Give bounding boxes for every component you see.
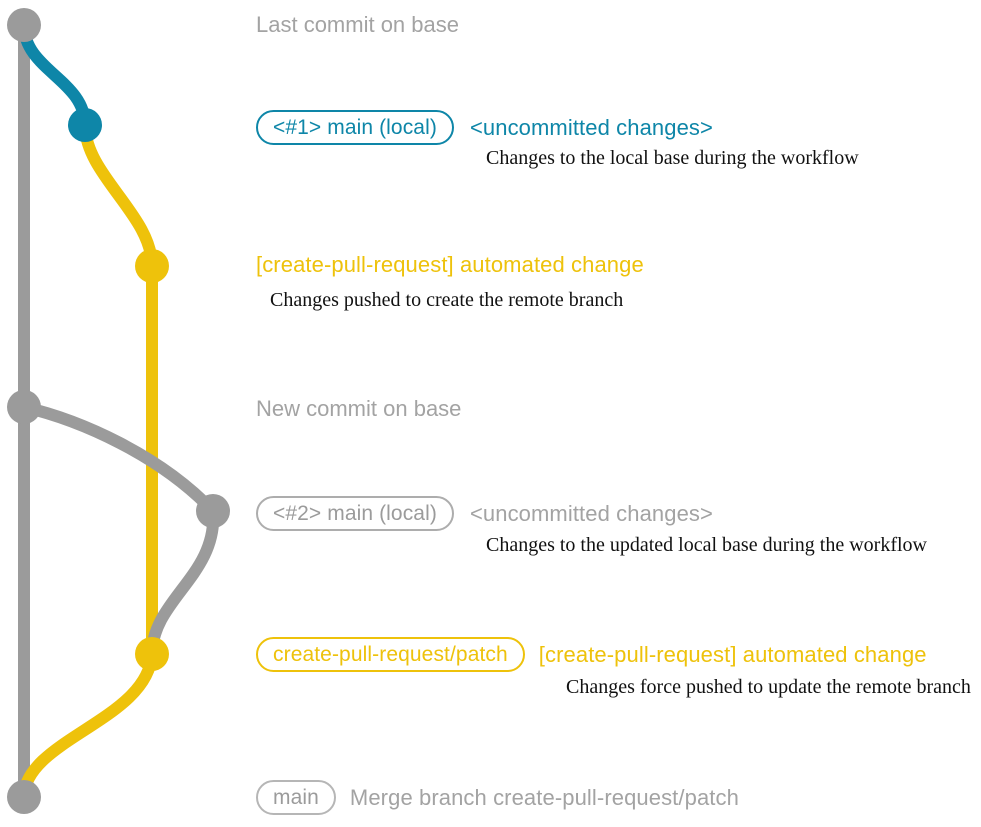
commit-subject-patch-1: [create-pull-request] automated change	[256, 252, 644, 277]
node-local-commit-1	[68, 108, 102, 142]
node-local-commit-2	[196, 494, 230, 528]
edge-patch2-to-merge	[18, 648, 158, 803]
ref-badge-create-pull-request-patch[interactable]: create-pull-request/patch	[256, 637, 525, 672]
row-local-1: <#1> main (local) <uncommitted changes>	[256, 110, 713, 145]
row-patch-1: [create-pull-request] automated change	[256, 254, 644, 276]
note-patch-1: Changes pushed to create the remote bran…	[270, 289, 624, 311]
row-merge: main Merge branch create-pull-request/pa…	[256, 780, 739, 815]
row-local-2: <#2> main (local) <uncommitted changes>	[256, 496, 713, 531]
note-patch-2: Changes force pushed to update the remot…	[566, 676, 971, 698]
heading-last-commit-on-base: Last commit on base	[256, 12, 459, 37]
note-local-2: Changes to the updated local base during…	[486, 534, 927, 556]
node-last-commit-on-base	[7, 8, 41, 42]
commit-subject-patch-2: [create-pull-request] automated change	[538, 641, 927, 667]
edge-local1-to-patch1	[79, 119, 158, 272]
commit-subject-local-2: <uncommitted changes>	[469, 500, 713, 526]
edge-local2-to-patch2	[146, 505, 220, 660]
node-new-commit-on-base	[7, 390, 41, 424]
note-local-1: Changes to the local base during the wor…	[486, 147, 859, 169]
commit-nodes	[7, 8, 230, 814]
node-patch-commit-2	[135, 637, 169, 671]
commit-subject-local-1: <uncommitted changes>	[469, 114, 713, 140]
node-merge-commit-on-main	[7, 780, 41, 814]
commit-subject-merge: Merge branch create-pull-request/patch	[349, 784, 739, 810]
heading-new-commit-on-base: New commit on base	[256, 396, 462, 421]
edge-basenew-to-local2	[18, 401, 219, 517]
ref-badge-main-local-1[interactable]: <#1> main (local)	[256, 110, 454, 145]
row-patch-2: create-pull-request/patch [create-pull-r…	[256, 637, 927, 672]
ref-badge-main[interactable]: main	[256, 780, 336, 815]
node-patch-commit-1	[135, 249, 169, 283]
ref-badge-main-local-2[interactable]: <#2> main (local)	[256, 496, 454, 531]
